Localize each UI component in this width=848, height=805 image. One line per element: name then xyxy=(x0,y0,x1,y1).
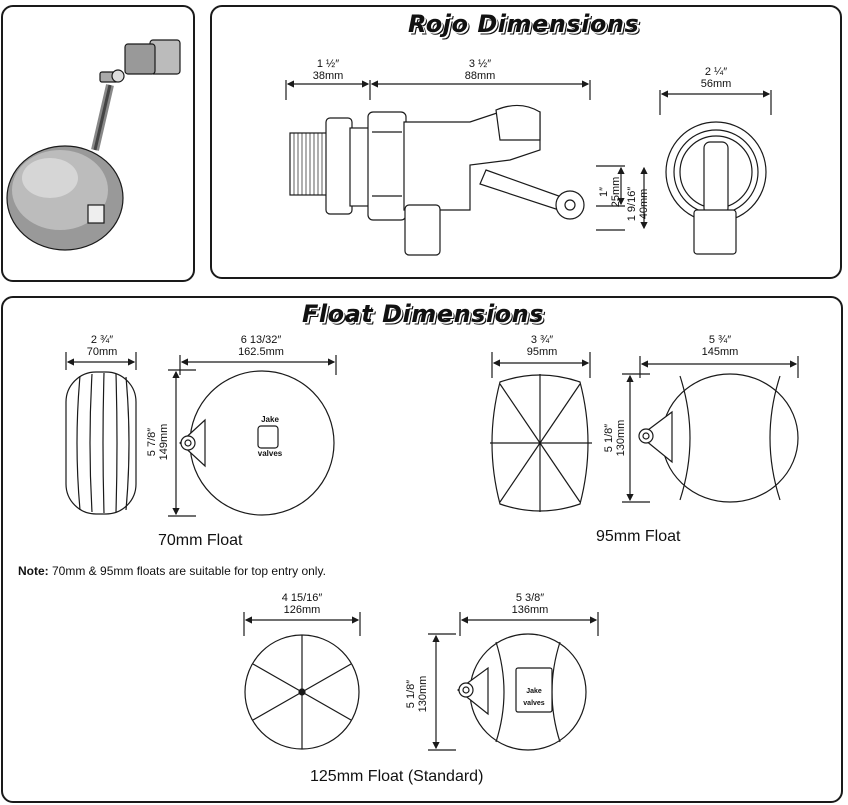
rojo-title: Rojo Dimensions xyxy=(408,10,640,38)
float-95mm-drawings xyxy=(490,352,799,512)
float125-height-dim: 5 1/8″130mm xyxy=(405,675,429,713)
rojo-arm2-dim: 1 9/16″40mm xyxy=(626,186,650,222)
rojo-side-view xyxy=(285,80,648,256)
rojo-front-view xyxy=(659,90,772,255)
rojo-body-dim: 3 ½″88mm xyxy=(464,58,496,82)
valve-photo-illustration xyxy=(6,39,181,251)
float125-length-dim: 5 3/8″136mm xyxy=(511,592,549,616)
float70-length-dim: 6 13/32″162.5mm xyxy=(238,334,284,358)
float95-caption: 95mm Float xyxy=(596,528,681,545)
float-125mm-drawings xyxy=(243,612,599,751)
float-70mm-drawings xyxy=(65,352,337,517)
float-title: Float Dimensions xyxy=(302,300,545,328)
float95-width-dim: 3 ¾″95mm xyxy=(526,334,558,358)
float70-caption: 70mm Float xyxy=(158,532,243,549)
rojo-thread-dim: 1 ½″38mm xyxy=(312,58,344,82)
float70-height-dim: 5 7/8″149mm xyxy=(146,423,170,461)
rojo-width-dim: 2 ¼″56mm xyxy=(700,66,732,90)
float70-width-dim: 2 ¾″70mm xyxy=(86,334,118,358)
float125-caption: 125mm Float (Standard) xyxy=(310,768,484,785)
top-entry-note: Note: 70mm & 95mm floats are suitable fo… xyxy=(18,564,326,578)
float95-length-dim: 5 ¾″145mm xyxy=(701,334,739,358)
float125-width-dim: 4 15/16″126mm xyxy=(281,592,323,616)
float95-height-dim: 5 1/8″130mm xyxy=(603,419,627,457)
rojo-arm1-dim: 1″25mm xyxy=(598,176,622,208)
